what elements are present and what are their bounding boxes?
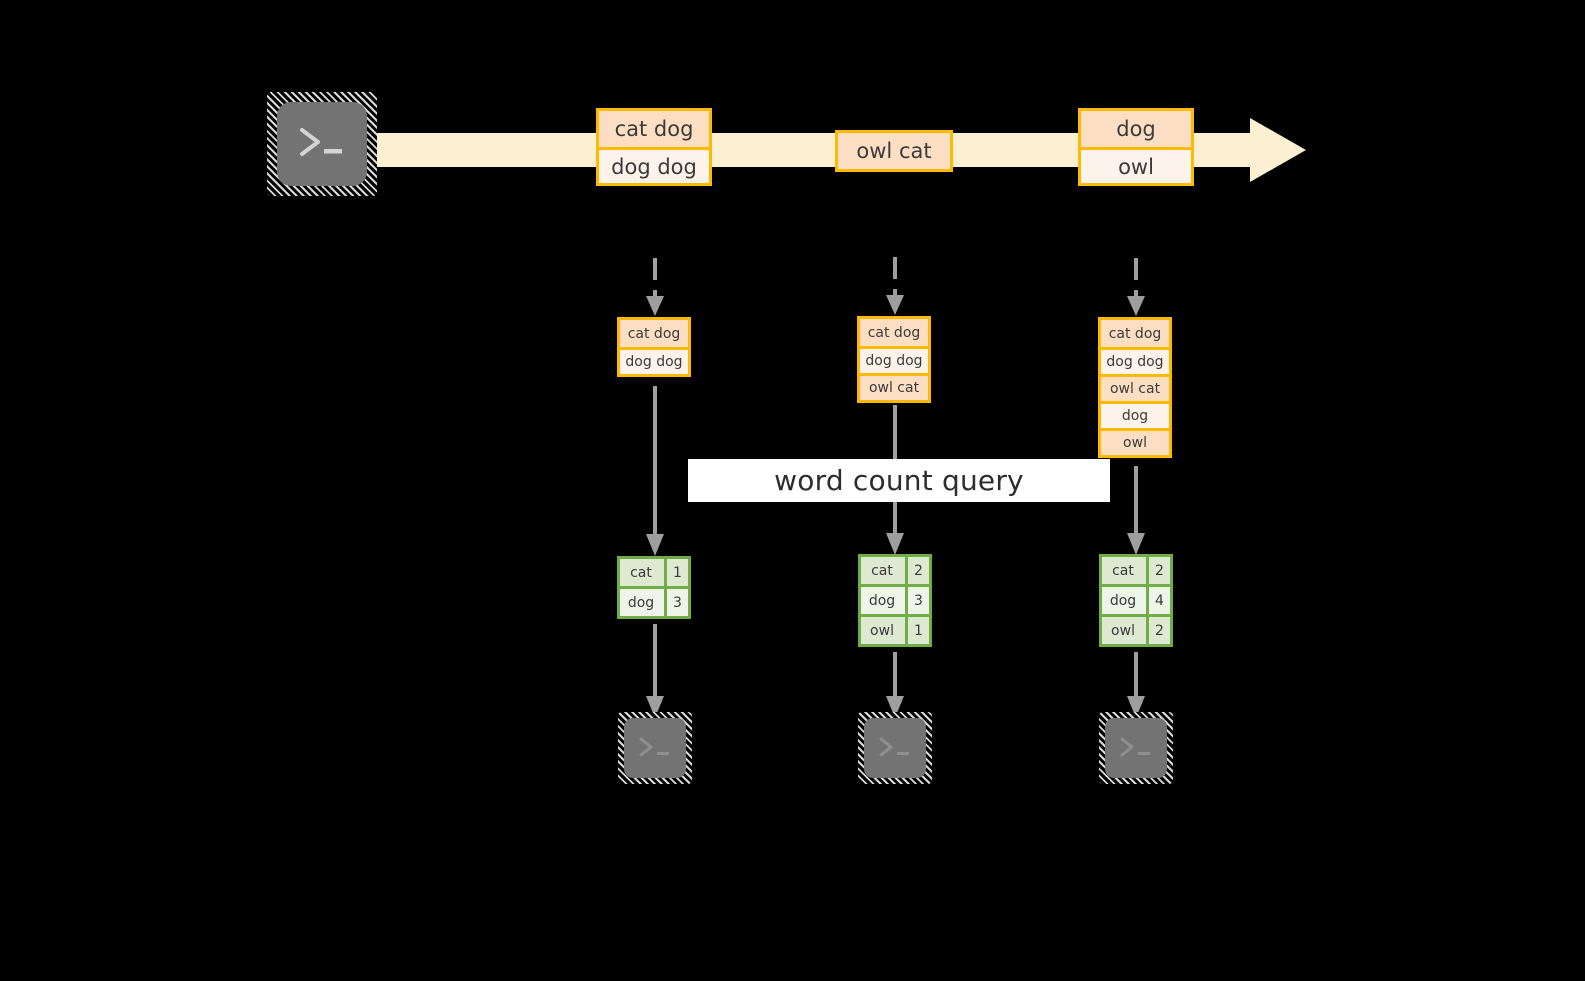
- table-row: dog 4: [1102, 584, 1170, 614]
- count-cell: 3: [664, 589, 688, 616]
- word-cell: cat: [620, 559, 664, 586]
- result-table-column-3: cat 2 dog 4 owl 2: [1099, 554, 1173, 647]
- buffer-box-column-3: cat dog dog dog owl cat dog owl: [1098, 317, 1172, 458]
- terminal-icon-source: [267, 92, 377, 196]
- word-cell: owl: [1102, 617, 1146, 644]
- buffer-box-column-2: cat dog dog dog owl cat: [857, 316, 931, 403]
- dashed-connector-2: [884, 257, 906, 319]
- sink-connector-2: [884, 652, 906, 720]
- count-cell: 2: [905, 557, 929, 584]
- word-cell: dog: [620, 589, 664, 616]
- count-cell: 4: [1146, 587, 1170, 614]
- count-cell: 2: [1146, 617, 1170, 644]
- timeline-batch-1: cat dog dog dog: [596, 108, 712, 186]
- record-row: cat dog: [860, 319, 928, 346]
- dashed-connector-3: [1125, 258, 1147, 320]
- terminal-icon-sink-2: [858, 712, 932, 784]
- sink-connector-3: [1125, 652, 1147, 720]
- count-cell: 1: [664, 559, 688, 586]
- buffer-box-column-1: cat dog dog dog: [617, 317, 691, 377]
- terminal-body: [624, 718, 686, 778]
- query-connector-1: [644, 386, 666, 558]
- count-cell: 2: [1146, 557, 1170, 584]
- table-row: cat 1: [620, 559, 688, 586]
- terminal-body: [864, 718, 926, 778]
- count-cell: 3: [905, 587, 929, 614]
- count-cell: 1: [905, 617, 929, 644]
- word-cell: owl: [861, 617, 905, 644]
- terminal-icon-sink-1: [618, 712, 692, 784]
- word-cell: cat: [1102, 557, 1146, 584]
- terminal-icon-sink-3: [1099, 712, 1173, 784]
- terminal-body: [277, 102, 367, 186]
- record-row: dog dog: [860, 346, 928, 373]
- prompt-glyph: [1099, 712, 1173, 784]
- query-connector-3: [1125, 466, 1147, 557]
- prompt-glyph: [618, 712, 692, 784]
- word-cell: cat: [861, 557, 905, 584]
- record-row: dog: [1101, 401, 1169, 428]
- record-row: owl: [1081, 147, 1191, 183]
- table-row: cat 2: [861, 557, 929, 584]
- record-row: owl cat: [860, 373, 928, 400]
- table-row: owl 1: [861, 614, 929, 644]
- timeline-batch-2: owl cat: [835, 130, 953, 172]
- table-row: owl 2: [1102, 614, 1170, 644]
- word-cell: dog: [861, 587, 905, 614]
- record-row: cat dog: [620, 320, 688, 347]
- prompt-glyph: [858, 712, 932, 784]
- table-row: cat 2: [1102, 557, 1170, 584]
- query-band-label: word count query: [774, 464, 1024, 497]
- record-row: dog dog: [1101, 347, 1169, 374]
- table-row: dog 3: [620, 586, 688, 616]
- word-cell: dog: [1102, 587, 1146, 614]
- timeline-batch-3: dog owl: [1078, 108, 1194, 186]
- record-row: dog dog: [599, 147, 709, 183]
- terminal-body: [1105, 718, 1167, 778]
- record-row: owl cat: [1101, 374, 1169, 401]
- result-table-column-2: cat 2 dog 3 owl 1: [858, 554, 932, 647]
- record-row: dog dog: [620, 347, 688, 374]
- record-row: cat dog: [1101, 320, 1169, 347]
- record-row: cat dog: [599, 111, 709, 147]
- record-row: owl cat: [838, 133, 950, 169]
- dashed-connector-1: [644, 258, 666, 320]
- result-table-column-1: cat 1 dog 3: [617, 556, 691, 619]
- sink-connector-1: [644, 624, 666, 720]
- query-band: word count query: [688, 459, 1110, 502]
- table-row: dog 3: [861, 584, 929, 614]
- record-row: owl: [1101, 428, 1169, 455]
- record-row: dog: [1081, 111, 1191, 147]
- prompt-glyph: [267, 92, 377, 196]
